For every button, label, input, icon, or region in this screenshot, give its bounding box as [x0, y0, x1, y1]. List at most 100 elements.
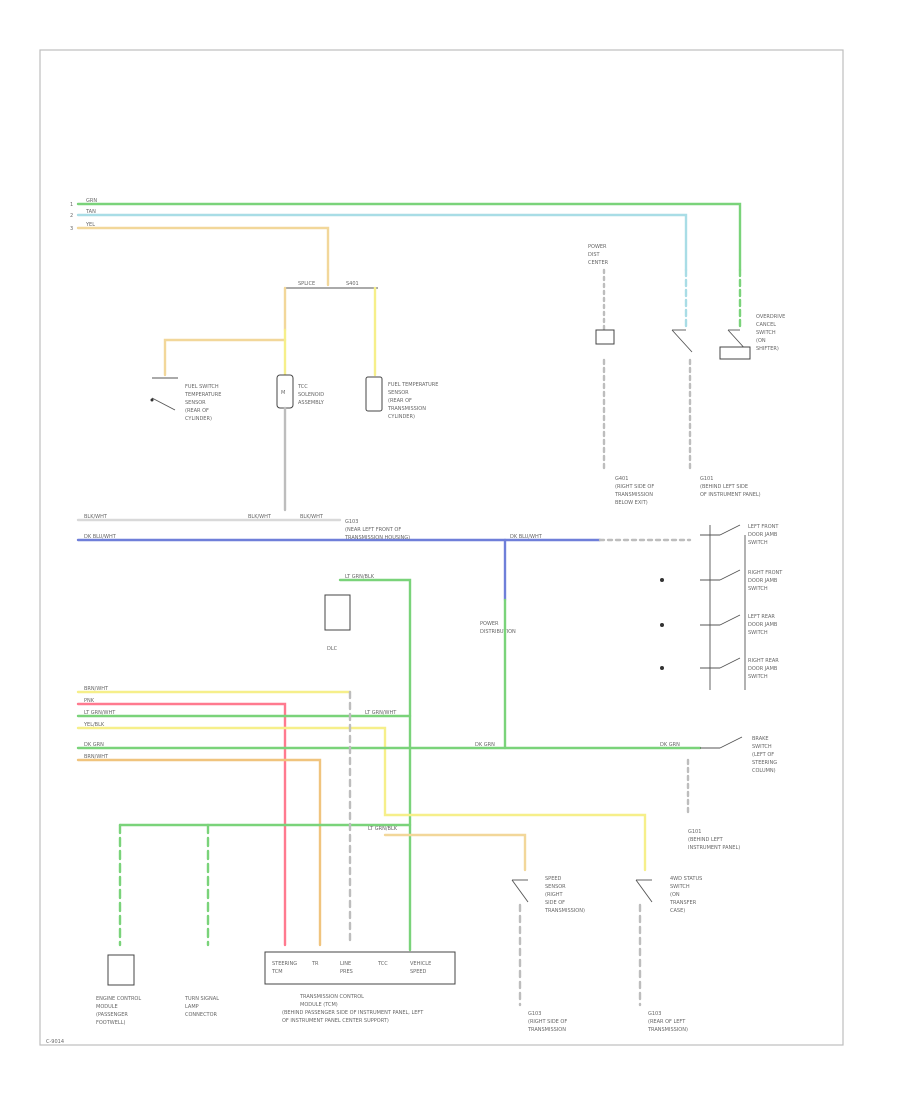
svg-text:SOLENOID: SOLENOID: [298, 392, 324, 398]
svg-text:(RIGHT SIDE OF: (RIGHT SIDE OF: [528, 1019, 567, 1025]
svg-text:LT GRN/WHT: LT GRN/WHT: [365, 710, 397, 716]
svg-text:INSTRUMENT PANEL): INSTRUMENT PANEL): [688, 845, 740, 851]
svg-text:BRAKE: BRAKE: [752, 736, 769, 742]
svg-text:TRANSMISSION: TRANSMISSION: [614, 492, 653, 498]
turn-signal-lamp: TURN SIGNAL LAMP CONNECTOR: [184, 996, 219, 1018]
svg-text:(NEAR LEFT FRONT OF: (NEAR LEFT FRONT OF: [345, 527, 401, 533]
svg-text:S401: S401: [346, 281, 359, 287]
svg-text:BLK/WHT: BLK/WHT: [84, 514, 108, 520]
svg-text:OF INSTRUMENT PANEL CENTER SUP: OF INSTRUMENT PANEL CENTER SUPPORT): [282, 1018, 389, 1024]
svg-text:(BEHIND LEFT: (BEHIND LEFT: [688, 837, 724, 843]
svg-text:CYLINDER): CYLINDER): [388, 414, 415, 420]
svg-text:BLK/WHT: BLK/WHT: [248, 514, 272, 520]
svg-text:GRN: GRN: [86, 198, 97, 204]
svg-text:G103: G103: [528, 1011, 541, 1017]
svg-text:RIGHT FRONT: RIGHT FRONT: [748, 570, 783, 576]
svg-text:DOOR JAMB: DOOR JAMB: [748, 532, 778, 538]
svg-text:SWITCH: SWITCH: [748, 630, 768, 636]
svg-text:LEFT REAR: LEFT REAR: [748, 614, 775, 620]
svg-text:(REAR OF: (REAR OF: [185, 408, 209, 414]
svg-text:LT GRN/WHT: LT GRN/WHT: [84, 710, 116, 716]
svg-text:OVERDRIVE: OVERDRIVE: [756, 314, 785, 320]
svg-text:POWER: POWER: [480, 621, 499, 627]
svg-text:BRN/WHT: BRN/WHT: [84, 754, 109, 760]
svg-text:(LEFT OF: (LEFT OF: [752, 752, 774, 758]
mid-bus-wires: BLK/WHT DK BLU/WHT BLK/WHT BLK/WHT G103 …: [76, 514, 692, 635]
svg-text:CYLINDER): CYLINDER): [185, 416, 212, 422]
svg-text:TRANSMISSION: TRANSMISSION: [527, 1027, 566, 1033]
svg-text:DK GRN: DK GRN: [84, 742, 104, 748]
center-module: M TCC SOLENOID ASSEMBLY: [276, 374, 325, 512]
svg-text:TCM: TCM: [271, 969, 283, 975]
wire-lightblue-top: [76, 213, 688, 272]
svg-text:G103: G103: [345, 519, 358, 525]
transmission-control-module: STEERING TCM TR LINE PRES TCC VEHICLE SP…: [264, 951, 456, 1024]
svg-text:M: M: [281, 390, 285, 396]
wire-tan-top: [76, 226, 330, 272]
svg-text:OF INSTRUMENT PANEL): OF INSTRUMENT PANEL): [700, 492, 761, 498]
svg-text:MODULE (TCM): MODULE (TCM): [300, 1002, 338, 1008]
svg-text:G101: G101: [688, 829, 701, 835]
diagram-frame: [39, 49, 844, 1046]
svg-text:DOOR JAMB: DOOR JAMB: [748, 578, 778, 584]
svg-text:BRN/WHT: BRN/WHT: [84, 686, 109, 692]
svg-text:(RIGHT: (RIGHT: [545, 892, 564, 898]
footer-label: C-9014: [46, 1039, 64, 1045]
svg-text:TRANSMISSION): TRANSMISSION): [647, 1027, 688, 1033]
svg-text:G103: G103: [648, 1011, 661, 1017]
output-speed-sensor: SPEED SENSOR (RIGHT SIDE OF TRANSMISSION…: [511, 876, 585, 1033]
svg-text:MODULE: MODULE: [96, 1004, 118, 1010]
svg-text:TRANSMISSION: TRANSMISSION: [387, 406, 426, 412]
svg-text:TCC: TCC: [297, 384, 308, 390]
svg-text:SENSOR: SENSOR: [388, 390, 409, 396]
fluid-temp-sensor-right: FUEL TEMPERATURE SENSOR (REAR OF TRANSMI…: [365, 376, 438, 420]
svg-text:RIGHT REAR: RIGHT REAR: [748, 658, 779, 664]
svg-text:TCC: TCC: [377, 961, 388, 967]
svg-text:ENGINE CONTROL: ENGINE CONTROL: [96, 996, 141, 1002]
svg-text:DISTRIBUTION: DISTRIBUTION: [480, 629, 516, 635]
top-right-circuit: POWER DIST CENTER G401 (RIGHT SIDE OF TR…: [588, 244, 785, 506]
svg-text:DK GRN: DK GRN: [475, 742, 495, 748]
svg-text:(ON: (ON: [756, 338, 766, 344]
fluid-temp-switch-left: FUEL SWITCH TEMPERATURE SENSOR (REAR OF …: [150, 377, 221, 422]
svg-text:SWITCH: SWITCH: [670, 884, 690, 890]
svg-text:DOOR JAMB: DOOR JAMB: [748, 622, 778, 628]
svg-text:SENSOR: SENSOR: [185, 400, 206, 406]
svg-text:BELOW EXIT): BELOW EXIT): [615, 500, 648, 506]
svg-text:PRES: PRES: [340, 969, 353, 975]
svg-text:LT GRN/BLK: LT GRN/BLK: [345, 574, 375, 580]
svg-text:COLUMN): COLUMN): [752, 768, 776, 774]
door-switch-bank: LEFT FRONT DOOR JAMB SWITCH RIGHT FRONT …: [660, 524, 783, 690]
data-link-connector: DLC LT GRN/BLK: [324, 574, 412, 952]
bottom-distribution: LT GRN/BLK: [118, 690, 527, 947]
svg-text:2: 2: [70, 213, 73, 219]
svg-text:DK GRN: DK GRN: [660, 742, 680, 748]
top-splice: SPLICE S401: [163, 268, 378, 377]
svg-text:TRANSFER: TRANSFER: [669, 900, 697, 906]
svg-text:FUEL TEMPERATURE: FUEL TEMPERATURE: [388, 382, 438, 388]
svg-text:1: 1: [70, 202, 73, 208]
svg-text:YEL/BLK: YEL/BLK: [83, 722, 105, 728]
svg-text:TURN SIGNAL: TURN SIGNAL: [184, 996, 219, 1002]
svg-text:LINE: LINE: [340, 961, 351, 967]
svg-text:TEMPERATURE: TEMPERATURE: [184, 392, 221, 398]
svg-text:(PASSENGER: (PASSENGER: [96, 1012, 128, 1018]
svg-text:SWITCH: SWITCH: [748, 674, 768, 680]
brake-transducer-sensor: 4WD STATUS SWITCH (ON TRANSFER CASE) G10…: [635, 876, 702, 1033]
svg-text:(REAR OF: (REAR OF: [388, 398, 412, 404]
svg-text:LEFT FRONT: LEFT FRONT: [748, 524, 779, 530]
svg-text:3: 3: [70, 226, 73, 232]
svg-text:PNK: PNK: [84, 698, 95, 704]
svg-text:TRANSMISSION HOUSING): TRANSMISSION HOUSING): [344, 535, 410, 541]
svg-text:4WD STATUS: 4WD STATUS: [670, 876, 702, 882]
svg-text:ASSEMBLY: ASSEMBLY: [298, 400, 325, 406]
svg-text:POWER: POWER: [588, 244, 607, 250]
svg-text:DIST: DIST: [588, 252, 600, 258]
svg-text:SHIFTER): SHIFTER): [756, 346, 779, 352]
svg-text:(REAR OF LEFT: (REAR OF LEFT: [648, 1019, 686, 1025]
svg-text:CASE): CASE): [670, 908, 685, 914]
svg-text:STEERING: STEERING: [752, 760, 777, 766]
svg-text:DK BLU/WHT: DK BLU/WHT: [84, 534, 117, 540]
svg-text:G101: G101: [700, 476, 713, 482]
